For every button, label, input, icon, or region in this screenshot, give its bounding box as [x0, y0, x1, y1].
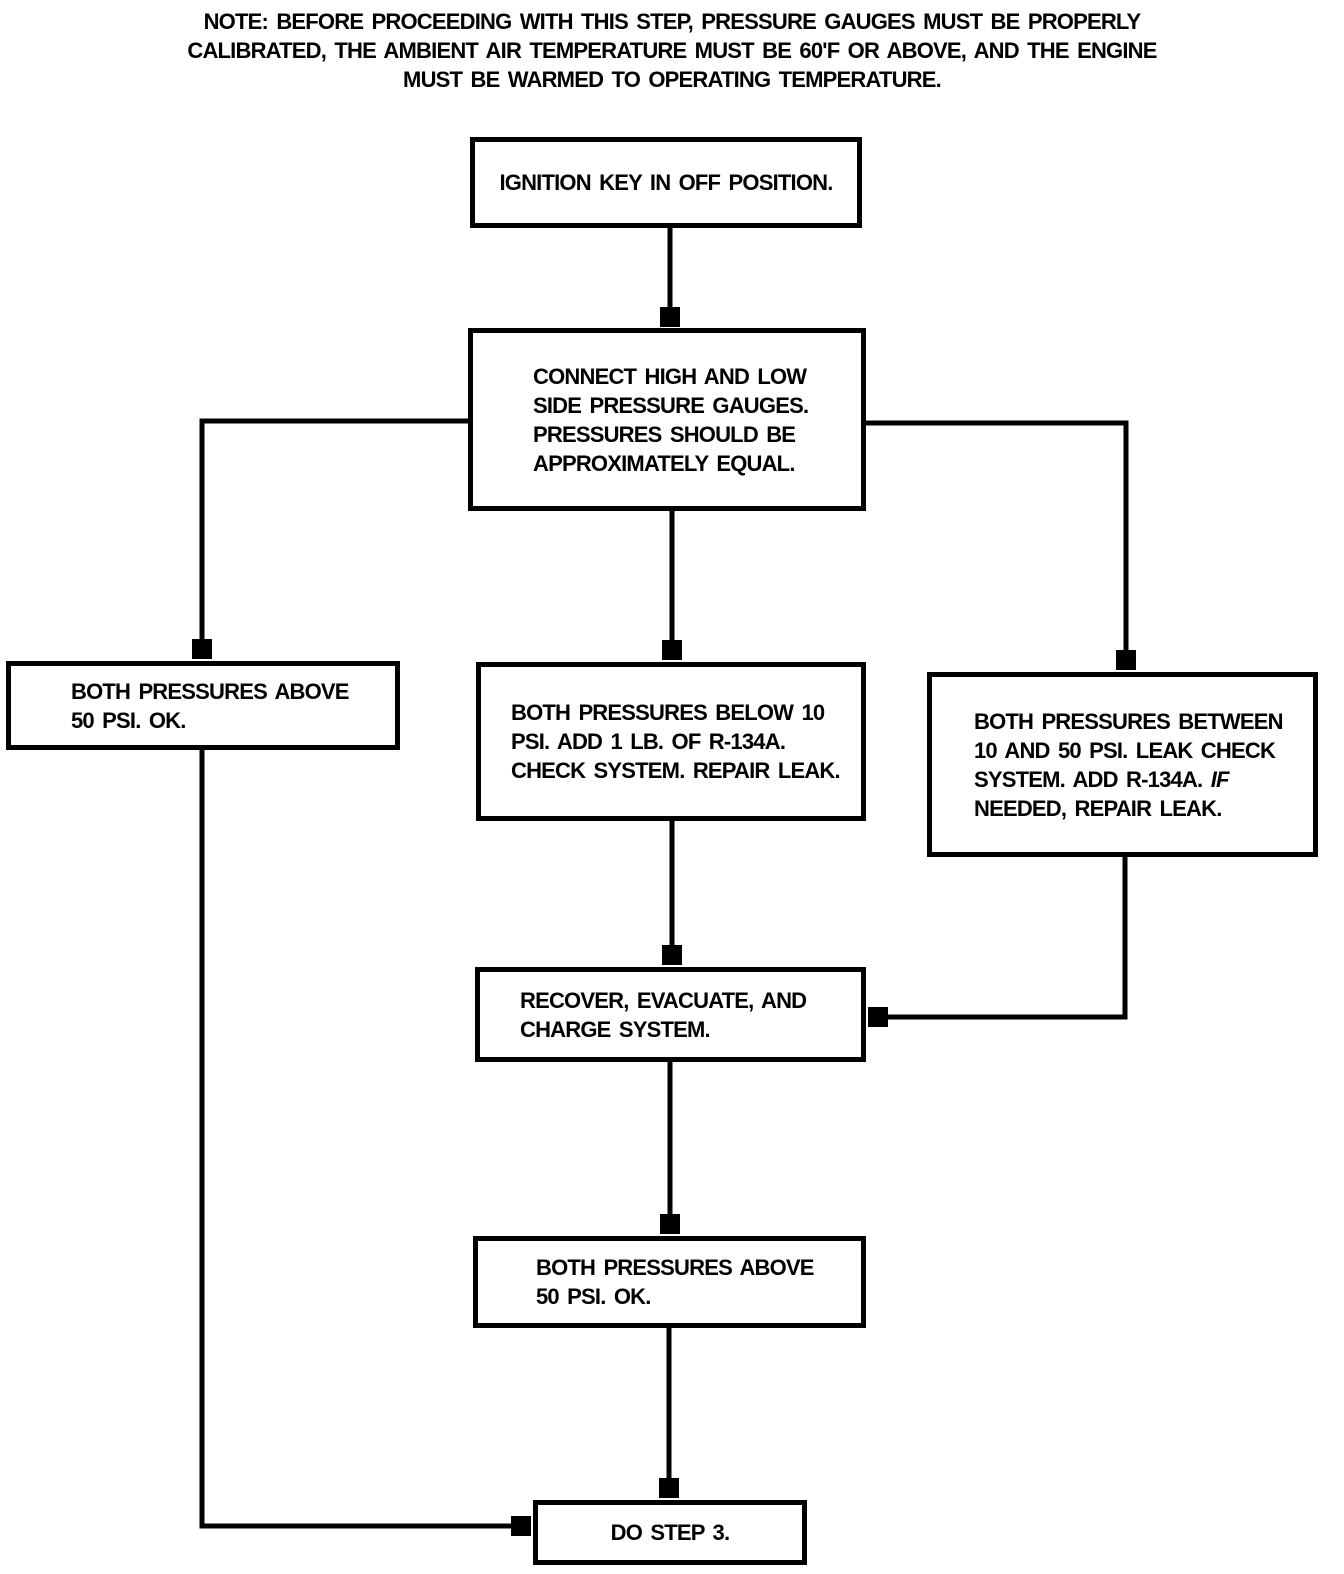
node-pressures-above-50-center-label: BOTH PRESSURES ABOVE 50 PSI. OK.: [536, 1255, 814, 1309]
node-do-step-3-label: DO STEP 3.: [610, 1520, 730, 1545]
node-recover-evacuate-charge: RECOVER, EVACUATE, AND CHARGE SYSTEM.: [475, 967, 866, 1062]
node-pressures-below-10-label: BOTH PRESSURES BELOW 10 PSI. ADD 1 LB. O…: [511, 700, 841, 783]
node-pressures-above-50-center: BOTH PRESSURES ABOVE 50 PSI. OK.: [473, 1236, 866, 1328]
connector-above50-left-to-dostep3: [199, 750, 530, 1526]
node-recover-evacuate-charge-label: RECOVER, EVACUATE, AND CHARGE SYSTEM.: [520, 987, 807, 1042]
node-pressures-between-10-and-50: BOTH PRESSURES BETWEEN 10 AND 50 PSI. LE…: [927, 672, 1318, 857]
node-ignition-key-off: IGNITION KEY IN OFF POSITION.: [470, 137, 862, 228]
node-connect-gauges: CONNECT HIGH AND LOW SIDE PRESSURE GAUGE…: [468, 328, 866, 511]
connector-between10and50-to-recover: [869, 857, 1128, 1017]
node-pressures-between-10-and-50-label: BOTH PRESSURES BETWEEN 10 AND 50 PSI. LE…: [974, 708, 1283, 821]
node-do-step-3: DO STEP 3.: [533, 1500, 807, 1565]
note-text: NOTE: BEFORE PROCEEDING WITH THIS STEP, …: [187, 9, 1157, 92]
connector-connect-to-between10and50: [866, 420, 1126, 669]
connector-connect-to-above50-left: [202, 418, 468, 658]
node-pressures-above-50-left: BOTH PRESSURES ABOVE 50 PSI. OK.: [6, 661, 400, 750]
node-pressures-above-50-left-label: BOTH PRESSURES ABOVE 50 PSI. OK.: [71, 678, 349, 733]
node-connect-gauges-label: CONNECT HIGH AND LOW SIDE PRESSURE GAUGE…: [533, 363, 809, 476]
node-ignition-key-off-label: IGNITION KEY IN OFF POSITION.: [499, 170, 833, 195]
node-pressures-below-10: BOTH PRESSURES BELOW 10 PSI. ADD 1 LB. O…: [476, 662, 866, 821]
